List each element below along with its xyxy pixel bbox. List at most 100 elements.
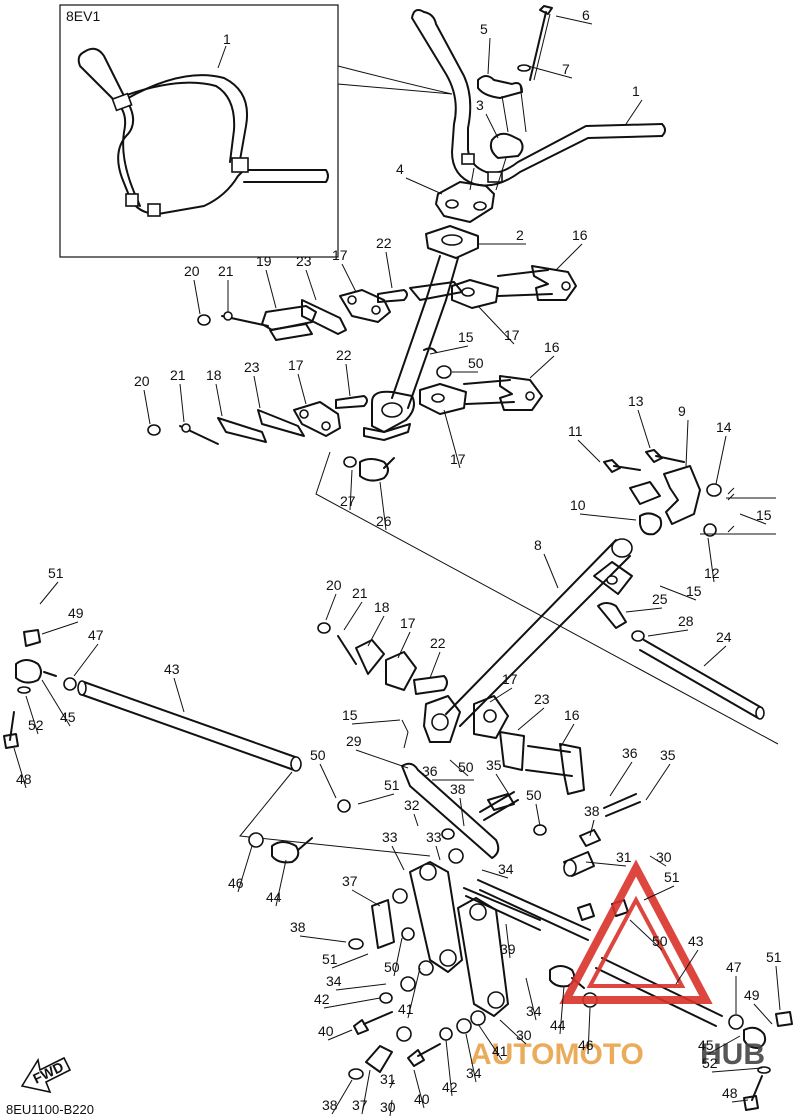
leader-line (413, 813, 419, 827)
leader-line (685, 419, 689, 467)
leader-line (331, 1079, 353, 1115)
callout-c1: 1 (625, 83, 643, 125)
callout-number: 26 (376, 513, 392, 529)
callout-c18b: 18 (367, 599, 390, 647)
callout-inset-1: 1 (223, 31, 231, 47)
callout-number: 49 (68, 605, 84, 621)
leader-line (555, 15, 593, 25)
callout-c37b: 37 (352, 1069, 371, 1115)
leader-line (385, 251, 393, 289)
leader-line (577, 439, 601, 463)
callout-number: 4 (396, 161, 404, 177)
callout-number: 47 (726, 959, 742, 975)
callout-number: 38 (322, 1097, 338, 1113)
callout-number: 3 (476, 97, 484, 113)
callout-number: 30 (656, 849, 672, 865)
callout-c49b: 49 (744, 987, 773, 1025)
callout-c50e: 50 (629, 919, 668, 951)
watermark: AUTOMOTO HUB (470, 859, 765, 1071)
leader-line (527, 65, 573, 79)
inset-model-code: 8EV1 (66, 8, 100, 24)
leader-line (393, 937, 403, 977)
callout-number: 11 (568, 423, 583, 439)
callout-c31b: 31 (380, 1071, 396, 1089)
callout-number: 22 (430, 635, 446, 651)
callout-c51d: 51 (322, 951, 369, 969)
callout-c2: 2 (478, 227, 526, 245)
callout-c22a: 22 (376, 235, 393, 289)
callout-c50b: 50 (310, 747, 337, 799)
callout-number: 15 (342, 707, 358, 723)
callout-c18a: 18 (206, 367, 223, 417)
callout-number: 36 (622, 745, 638, 761)
callout-number: 52 (28, 717, 44, 733)
callout-c35b: 35 (645, 747, 676, 801)
leader-line (389, 1099, 393, 1117)
leader-line (625, 99, 643, 125)
leader-line (367, 615, 385, 647)
callout-c15a: 15 (429, 329, 474, 355)
callout-number: 34 (498, 861, 514, 877)
leader-line (555, 243, 583, 271)
callout-c17f: 17 (489, 671, 518, 703)
leader-line (41, 679, 71, 727)
callout-number: 32 (404, 797, 420, 813)
callout-number: 21 (352, 585, 368, 601)
callout-c51c: 51 (643, 869, 680, 901)
callout-c5: 5 (480, 21, 491, 75)
leader-line (351, 889, 381, 907)
tie-rod-end-upper (343, 456, 395, 482)
callout-number: 40 (414, 1091, 430, 1107)
leader-line (585, 861, 627, 867)
handlebar-clamp-hardware (435, 5, 553, 223)
callout-c31a: 31 (585, 849, 632, 867)
callout-c41a: 41 (398, 967, 421, 1019)
leader-line (443, 409, 461, 469)
leader-line (489, 687, 513, 703)
callout-c30a: 30 (649, 849, 672, 867)
callout-c50d: 50 (526, 787, 542, 827)
callout-c50c: 50 (449, 759, 474, 777)
callout-number: 22 (336, 347, 352, 363)
callout-number: 50 (468, 355, 484, 371)
callout-number: 21 (218, 263, 234, 279)
callout-c42b: 42 (442, 1039, 458, 1097)
callout-c38b: 38 (584, 803, 600, 837)
callout-c46b: 46 (578, 1007, 594, 1055)
callout-c8: 8 (534, 537, 559, 589)
callout-c44a: 44 (266, 859, 287, 907)
callout-c21c: 21 (343, 585, 368, 631)
callout-number: 31 (616, 849, 632, 865)
callout-c34c: 34 (525, 977, 542, 1021)
callout-number: 27 (340, 493, 356, 509)
callout-c23c: 23 (517, 691, 550, 731)
callout-c32: 32 (404, 797, 420, 827)
leader-line (351, 719, 401, 725)
callout-c20c: 20 (325, 577, 342, 621)
leader-line (319, 763, 337, 799)
leader-line (703, 645, 727, 667)
upper-link-row (197, 289, 408, 341)
leader-line (775, 965, 781, 1011)
callout-number: 35 (660, 747, 676, 763)
leader-line (39, 581, 59, 605)
idler-arms (348, 861, 591, 1080)
callout-number: 51 (664, 869, 680, 885)
callout-c30c: 30 (380, 1099, 396, 1117)
callout-c40a: 40 (318, 1023, 353, 1041)
callout-number: 18 (374, 599, 390, 615)
leader-line (179, 383, 185, 423)
callout-c35a: 35 (486, 757, 511, 797)
leader-line (73, 643, 99, 677)
callout-c47a: 47 (73, 627, 104, 677)
callout-number: 24 (716, 629, 732, 645)
callout-number: 15 (458, 329, 474, 345)
leader-line (495, 773, 511, 797)
leader-line (445, 1039, 453, 1097)
callout-number: 30 (380, 1099, 396, 1115)
callout-number: 5 (480, 21, 488, 37)
callout-c17d: 17 (443, 409, 466, 469)
callout-c9: 9 (678, 403, 689, 467)
leader-line (265, 269, 277, 309)
